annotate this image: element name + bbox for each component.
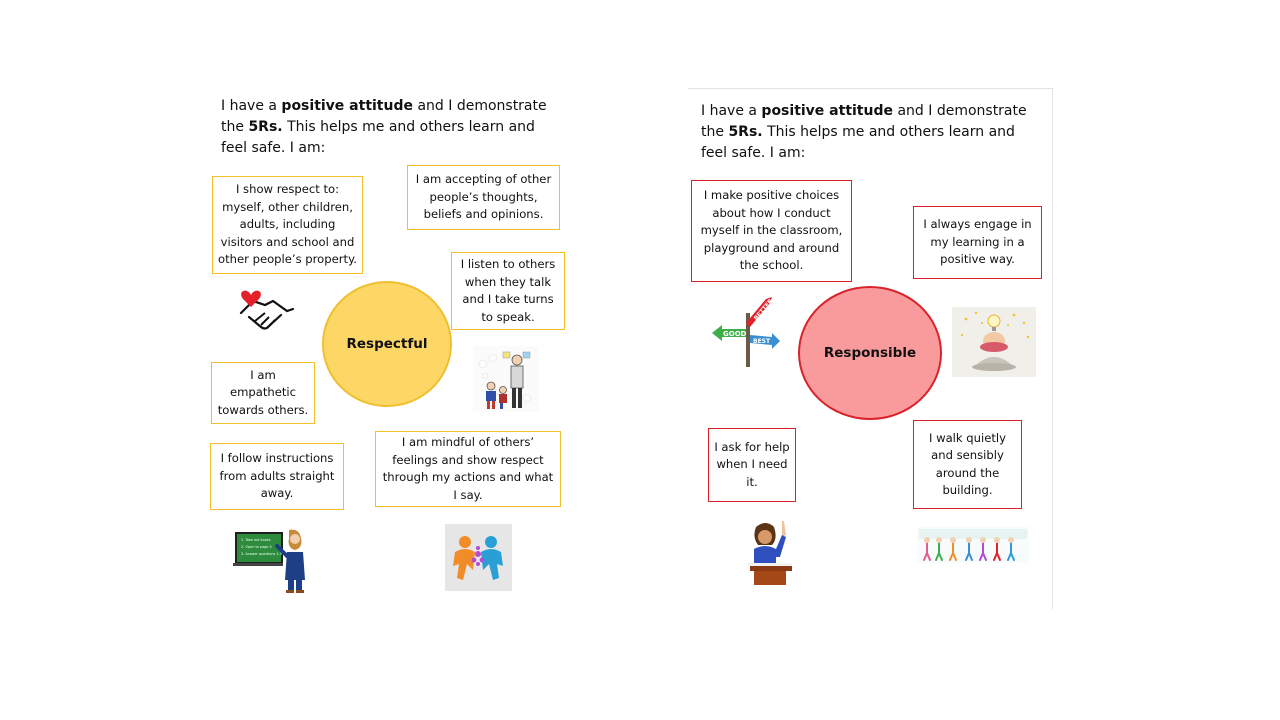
- intro-bold-attitude: positive attitude: [761, 103, 893, 119]
- statement-listen: I listen to others when they talk and I …: [451, 252, 565, 330]
- responsible-circle: Responsible: [798, 286, 942, 420]
- board-line: 3. Answer questions 1-3: [241, 552, 282, 556]
- intro-part: and I demonstrate the: [701, 103, 1027, 140]
- intro-bold-5rs: 5Rs.: [248, 119, 283, 135]
- sign-better: BETTER: [753, 297, 775, 321]
- statement-accepting: I am accepting of other people’s thought…: [407, 165, 560, 230]
- teacher-board-icon: 1. Take out books 2. Open to page 5 3. A…: [233, 529, 305, 593]
- sign-best: BEST: [753, 338, 771, 345]
- talking-people-icon: [473, 346, 539, 412]
- connected-people-icon: [445, 524, 512, 591]
- statement-ask: I ask for help when I need it.: [708, 428, 796, 502]
- sign-good: GOOD: [723, 330, 747, 338]
- signpost-icon: GOOD BETTER BEST: [712, 297, 780, 367]
- statement-respect: I show respect to: myself, other childre…: [212, 176, 363, 274]
- intro-text: I have a positive attitude and I demonst…: [701, 101, 1031, 164]
- intro-text: I have a positive attitude and I demonst…: [221, 96, 551, 159]
- respectful-circle: Respectful: [322, 281, 452, 407]
- statement-engage: I always engage in my learning in a posi…: [913, 206, 1042, 279]
- statement-mindful: I am mindful of others’ feelings and sho…: [375, 431, 561, 507]
- statement-choices: I make positive choices about how I cond…: [691, 180, 852, 282]
- responsible-panel: I have a positive attitude and I demonst…: [688, 88, 1053, 609]
- intro-part: I have a: [701, 103, 762, 119]
- statement-walk: I walk quietly and sensibly around the b…: [913, 420, 1022, 509]
- handshake-heart-icon: [235, 283, 299, 337]
- respectful-panel: I have a positive attitude and I demonst…: [209, 88, 569, 608]
- intro-part: This helps me and others learn and feel …: [701, 124, 1015, 161]
- hand-raised-student-icon: [748, 521, 792, 585]
- board-line: 2. Open to page 5: [241, 545, 272, 549]
- statement-empathetic: I am empathetic towards others.: [211, 362, 315, 424]
- intro-bold-5rs: 5Rs.: [728, 124, 763, 140]
- intro-part: and I demonstrate the: [221, 98, 547, 135]
- walking-children-icon: [917, 527, 1029, 563]
- board-line: 1. Take out books: [241, 538, 271, 542]
- statement-instructions: I follow instructions from adults straig…: [210, 443, 344, 510]
- intro-part: This helps me and others learn and feel …: [221, 119, 535, 156]
- intro-part: I have a: [221, 98, 282, 114]
- intro-bold-attitude: positive attitude: [281, 98, 413, 114]
- idea-bulb-icon: [952, 307, 1036, 377]
